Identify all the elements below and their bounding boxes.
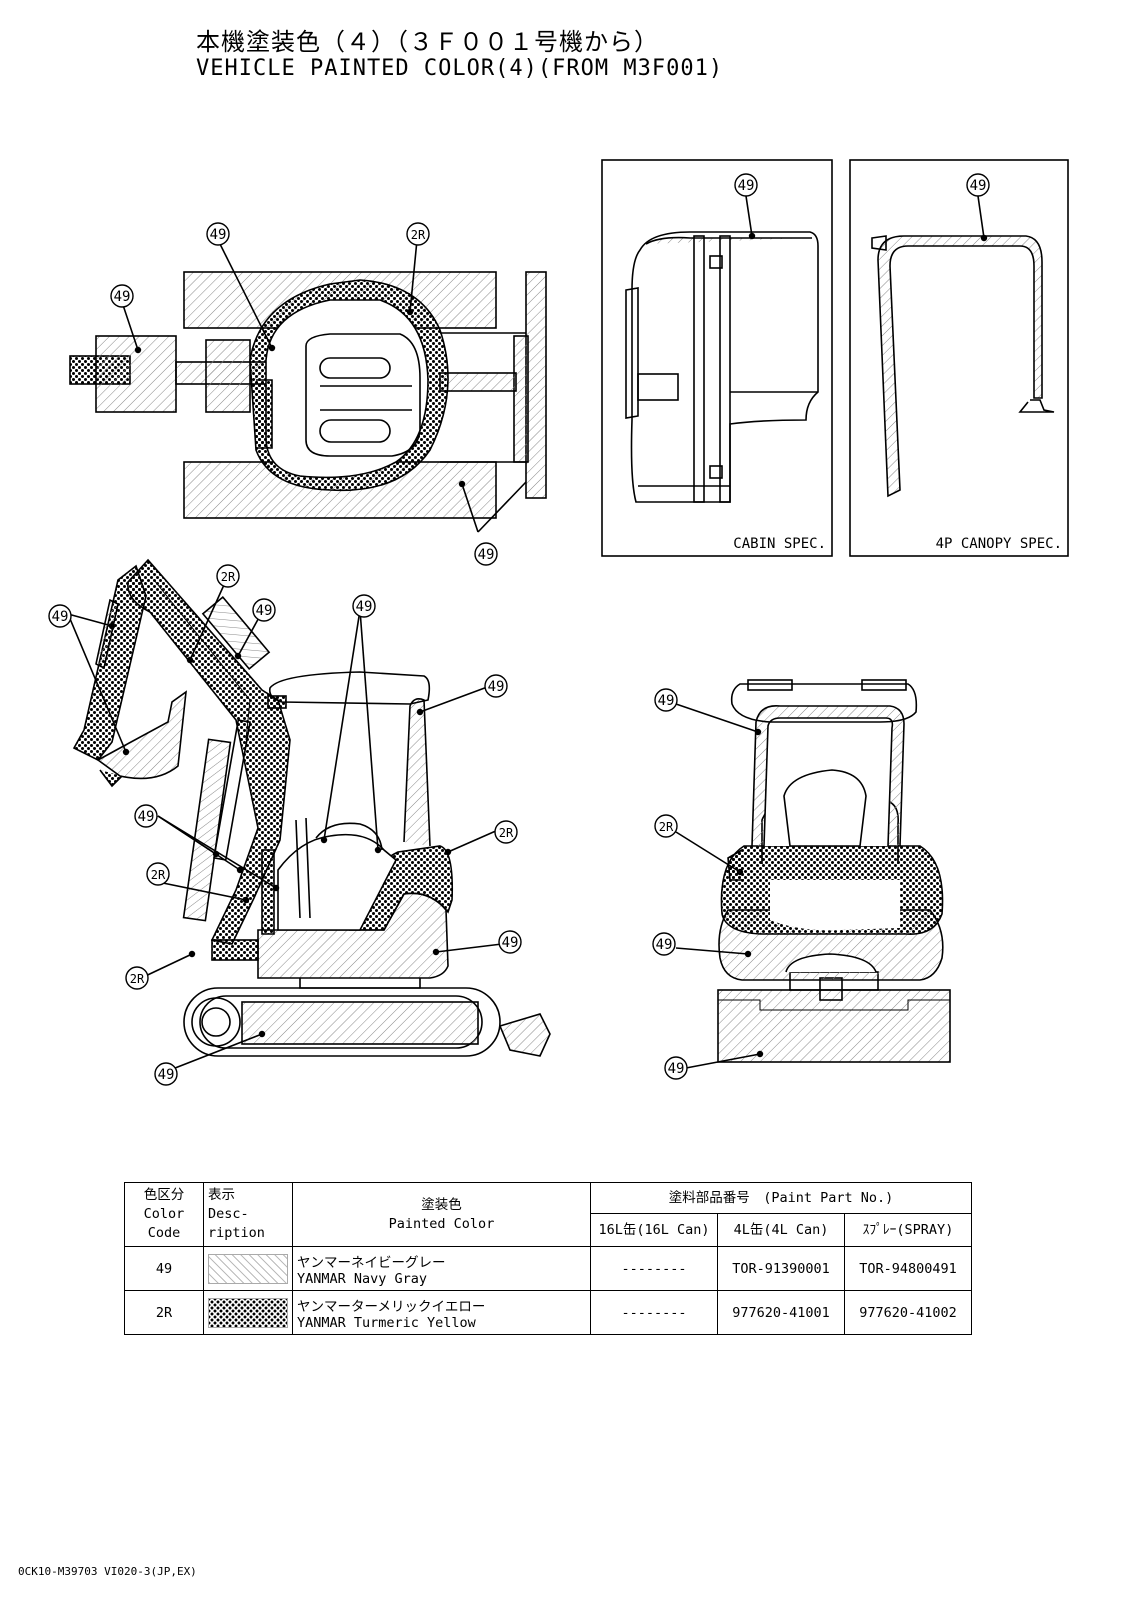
- cabin-spec-panel: [601, 159, 833, 557]
- callout-bubbles: [48, 173, 990, 1086]
- header-color-code: 色区分 Color Code: [124, 1182, 204, 1247]
- row-4l-can: TOR-91390001: [717, 1246, 845, 1291]
- canopy-spec-panel: [849, 159, 1069, 557]
- navy-gray-hatch-swatch: [208, 1253, 288, 1284]
- top-view-leaders: [121, 239, 527, 533]
- header-4l-can: 4L缶(4L Can): [717, 1213, 845, 1247]
- header-part-no: 塗料部品番号 (Paint Part No.): [590, 1182, 972, 1214]
- row-swatch: [203, 1290, 293, 1335]
- callout-2r: [125, 222, 678, 990]
- row-spray: TOR-94800491: [844, 1246, 972, 1291]
- callout-2r-label: 2R: [659, 820, 674, 834]
- title-japanese: 本機塗装色（４）（３Ｆ００１号機から）: [196, 28, 659, 56]
- row-16l-can: --------: [590, 1290, 718, 1335]
- callout-2r-label: 2R: [221, 570, 236, 584]
- header-spray: ｽﾌﾟﾚｰ(SPRAY): [844, 1213, 972, 1247]
- callout-49-label: 49: [256, 603, 273, 619]
- callout-49-label: 49: [158, 1067, 175, 1083]
- callout-49-label: 49: [658, 693, 675, 709]
- callout-2r-label: 2R: [151, 868, 166, 882]
- paint-table: 色区分 Color Code 表示 Desc- ription 塗装色 Pain…: [124, 1182, 972, 1335]
- callout-49-label: 49: [502, 935, 519, 951]
- callout-2r-label: 2R: [499, 826, 514, 840]
- top-view: [69, 271, 547, 519]
- side-view-leaders: [67, 575, 503, 1071]
- callout-49-label: 49: [138, 809, 155, 825]
- callout-2r-label: 2R: [411, 228, 426, 242]
- turmeric-yellow-dot-swatch: [208, 1297, 288, 1328]
- rear-view-leaders: [675, 703, 764, 1069]
- header-16l-can: 16L缶(16L Can): [590, 1213, 718, 1247]
- document-footer-code: 0CK10-M39703 VI020-3(JP,EX): [18, 1565, 197, 1578]
- callout-49-label: 49: [114, 289, 131, 305]
- row-swatch: [203, 1246, 293, 1291]
- callout-2r-label: 2R: [130, 972, 145, 986]
- table-row: 2R ヤンマーターメリックイエロー YANMAR Turmeric Yellow…: [124, 1290, 972, 1335]
- row-color-code: 49: [124, 1246, 204, 1291]
- callout-49-label: 49: [52, 609, 69, 625]
- row-color-code: 2R: [124, 1290, 204, 1335]
- callout-49-label: 49: [356, 599, 373, 615]
- row-spray: 977620-41002: [844, 1290, 972, 1335]
- callout-49: [48, 173, 990, 1086]
- header-painted-color: 塗装色 Painted Color: [292, 1182, 591, 1247]
- callout-49-label: 49: [210, 227, 227, 243]
- header-description: 表示 Desc- ription: [203, 1182, 293, 1247]
- row-paint-name: ヤンマーネイビーグレー YANMAR Navy Gray: [292, 1246, 591, 1291]
- row-4l-can: 977620-41001: [717, 1290, 845, 1335]
- row-16l-can: --------: [590, 1246, 718, 1291]
- callout-49-label: 49: [656, 937, 673, 953]
- table-row: 49 ヤンマーネイビーグレー YANMAR Navy Gray --------…: [124, 1246, 972, 1291]
- canopy-spec-label: 4P CANOPY SPEC.: [936, 536, 1062, 552]
- callout-49-label: 49: [970, 178, 987, 194]
- canopy-drawing: [871, 235, 1055, 498]
- callout-49-label: 49: [488, 679, 505, 695]
- title-english: VEHICLE PAINTED COLOR(4)(FROM M3F001): [196, 56, 724, 81]
- callout-49-label: 49: [478, 547, 495, 563]
- callout-49-label: 49: [738, 178, 755, 194]
- callout-49-label: 49: [668, 1061, 685, 1077]
- cabin-spec-label: CABIN SPEC.: [733, 536, 826, 552]
- side-view: [72, 558, 551, 1057]
- row-paint-name: ヤンマーターメリックイエロー YANMAR Turmeric Yellow: [292, 1290, 591, 1335]
- cabin-drawing: [625, 231, 819, 503]
- rear-view: [717, 679, 951, 1063]
